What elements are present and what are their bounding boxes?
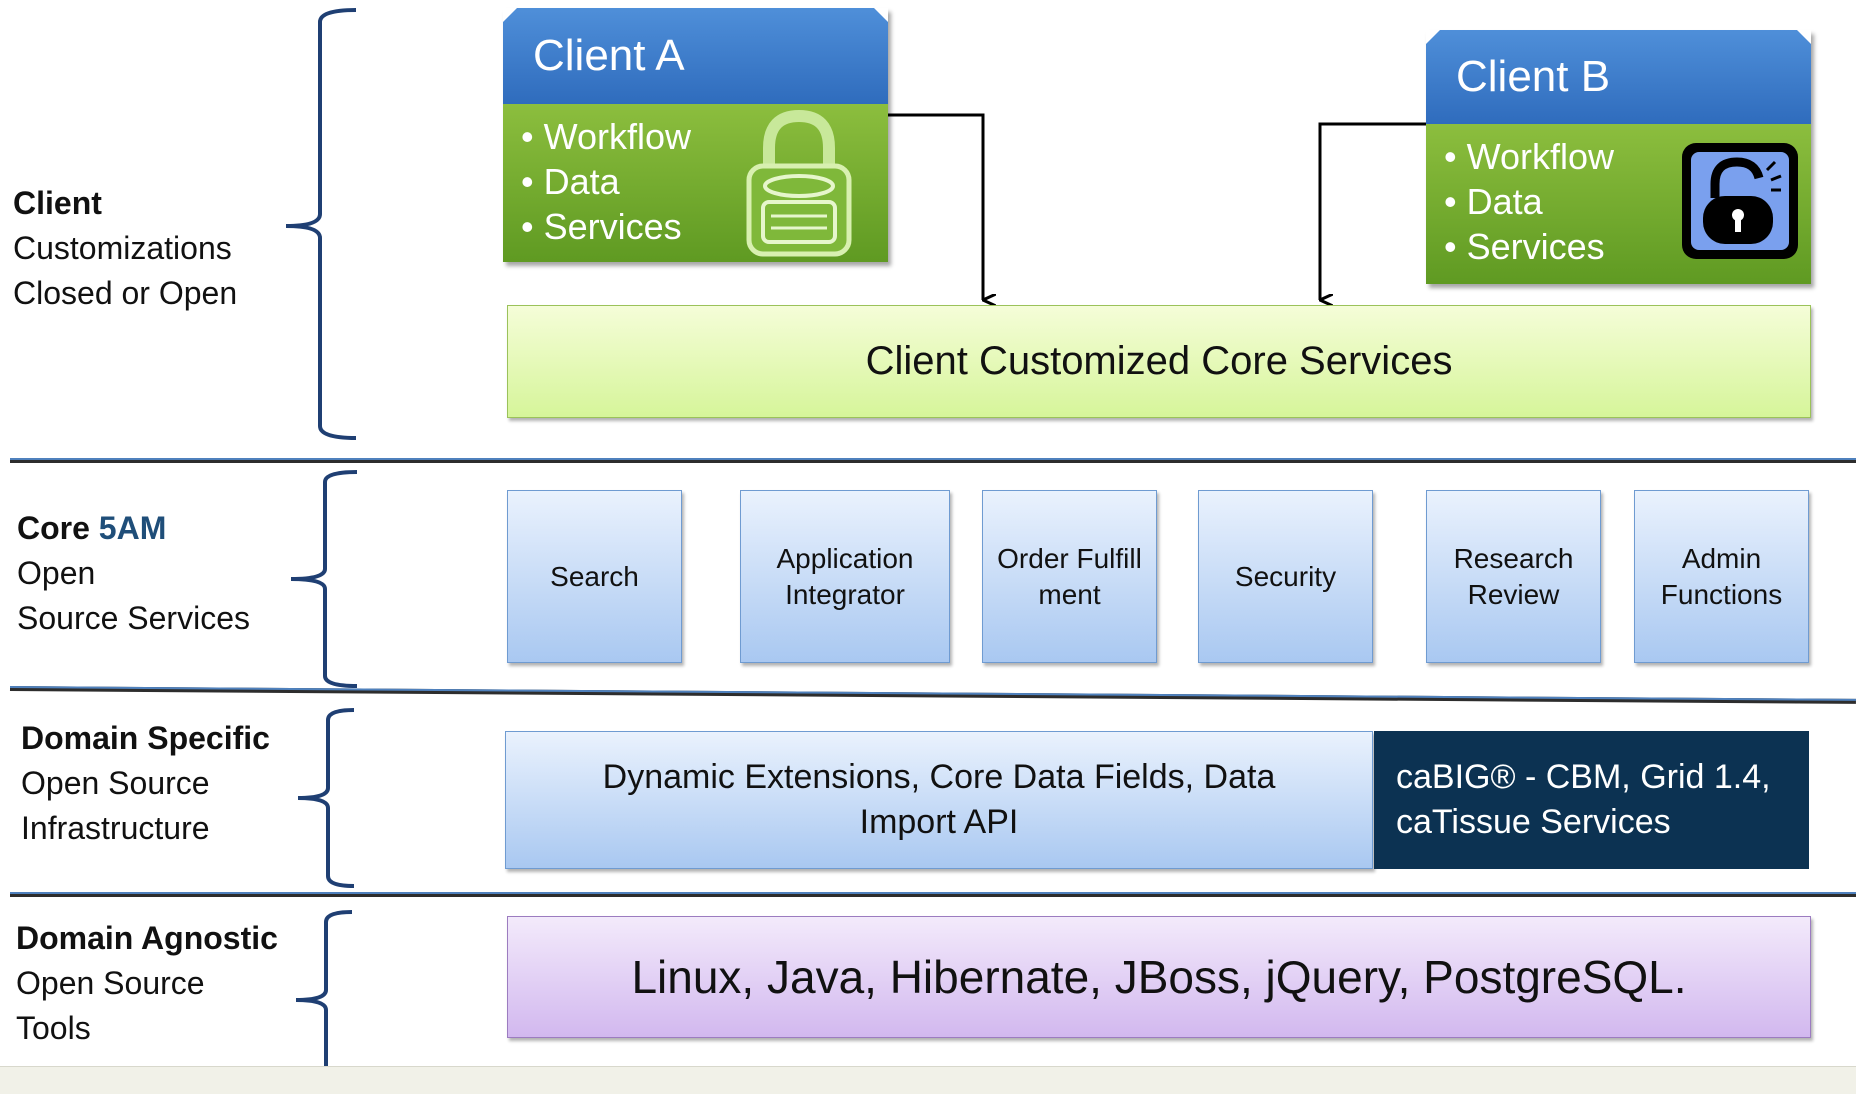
tools-label: Linux, Java, Hibernate, JBoss, jQuery, P…: [631, 951, 1687, 1003]
service-label: Security: [1234, 560, 1337, 592]
layer-subtitle: Open Source: [21, 765, 210, 801]
client-b-card: Client B Workflow Data Services: [1426, 30, 1811, 284]
list-item: Data: [1444, 179, 1811, 224]
client-a-title: Client A: [533, 31, 685, 80]
client-a-header: Client A: [503, 8, 888, 104]
list-item: Workflow: [1444, 134, 1811, 179]
open-lock-icon: [1682, 143, 1798, 259]
footer-strip: [0, 1066, 1856, 1094]
brace-core: [290, 470, 358, 688]
service-box-application-integrator: Application Integrator: [740, 490, 950, 663]
client-b-header: Client B: [1426, 30, 1811, 124]
brace-domain-agnostic: [295, 910, 353, 1092]
layer-divider: [10, 892, 1856, 897]
cabig-label: caBIG® - CBM, Grid 1.4, caTissue Service…: [1396, 758, 1771, 841]
layer-title-text: Core: [17, 510, 90, 546]
layer-label-client: Client Customizations Closed or Open: [13, 181, 237, 316]
connector-arrows: [888, 113, 1426, 320]
layer-label-domain-specific: Domain Specific Open Source Infrastructu…: [21, 716, 270, 851]
layer-subtitle: Source Services: [17, 600, 250, 636]
client-a-card: Client A Workflow Data Services: [503, 8, 888, 262]
cabig-box: caBIG® - CBM, Grid 1.4, caTissue Service…: [1374, 731, 1809, 869]
service-label: Admin Functions: [1660, 542, 1783, 610]
arrow-client-b: [1318, 122, 1426, 300]
layer-subtitle: Tools: [16, 1010, 91, 1046]
arrow-client-a: [888, 113, 983, 300]
layer-title: Domain Agnostic: [16, 920, 278, 956]
client-core-services-label: Client Customized Core Services: [865, 339, 1453, 383]
list-item: Services: [1444, 224, 1811, 269]
tools-box: Linux, Java, Hibernate, JBoss, jQuery, P…: [507, 916, 1811, 1038]
service-box-admin-functions: Admin Functions: [1634, 490, 1809, 663]
brace-domain-specific: [297, 708, 355, 888]
layer-title: Client: [13, 185, 102, 221]
service-box-order-fulfillment: Order Fulfillment: [982, 490, 1157, 663]
layer-title-accent: 5AM: [98, 510, 167, 546]
service-label: Research Review: [1453, 542, 1574, 610]
layer-divider: [10, 458, 1856, 463]
layer-divider: [9, 686, 1856, 704]
service-box-research-review: Research Review: [1426, 490, 1601, 663]
client-a-body: Workflow Data Services: [503, 104, 888, 262]
brace-client: [285, 8, 357, 440]
layer-label-domain-agnostic: Domain Agnostic Open Source Tools: [16, 916, 278, 1051]
client-b-body: Workflow Data Services: [1426, 124, 1811, 284]
service-box-security: Security: [1198, 490, 1373, 663]
domain-specific-box: Dynamic Extensions, Core Data Fields, Da…: [505, 731, 1373, 869]
service-label: Search: [550, 560, 639, 592]
layer-subtitle: Closed or Open: [13, 275, 238, 311]
client-a-list: Workflow Data Services: [503, 104, 888, 249]
layer-subtitle: Open: [17, 555, 96, 591]
client-b-list: Workflow Data Services: [1426, 124, 1811, 269]
list-item: Data: [521, 159, 888, 204]
domain-specific-label: Dynamic Extensions, Core Data Fields, Da…: [602, 758, 1276, 841]
list-item: Workflow: [521, 114, 888, 159]
layer-subtitle: Open Source: [16, 965, 205, 1001]
layer-label-core: Core 5AM Open Source Services: [17, 506, 250, 641]
closed-lock-icon: [746, 109, 852, 257]
service-label: Order Fulfillment: [997, 542, 1142, 610]
client-core-services-bar: Client Customized Core Services: [507, 305, 1811, 418]
layer-subtitle: Infrastructure: [21, 810, 210, 846]
client-b-title: Client B: [1456, 52, 1611, 101]
list-item: Services: [521, 204, 888, 249]
layer-title: Core 5AM: [17, 506, 250, 551]
service-label: Application Integrator: [776, 542, 914, 610]
layer-title: Domain Specific: [21, 720, 270, 756]
layer-subtitle: Customizations: [13, 230, 232, 266]
service-box-search: Search: [507, 490, 682, 663]
